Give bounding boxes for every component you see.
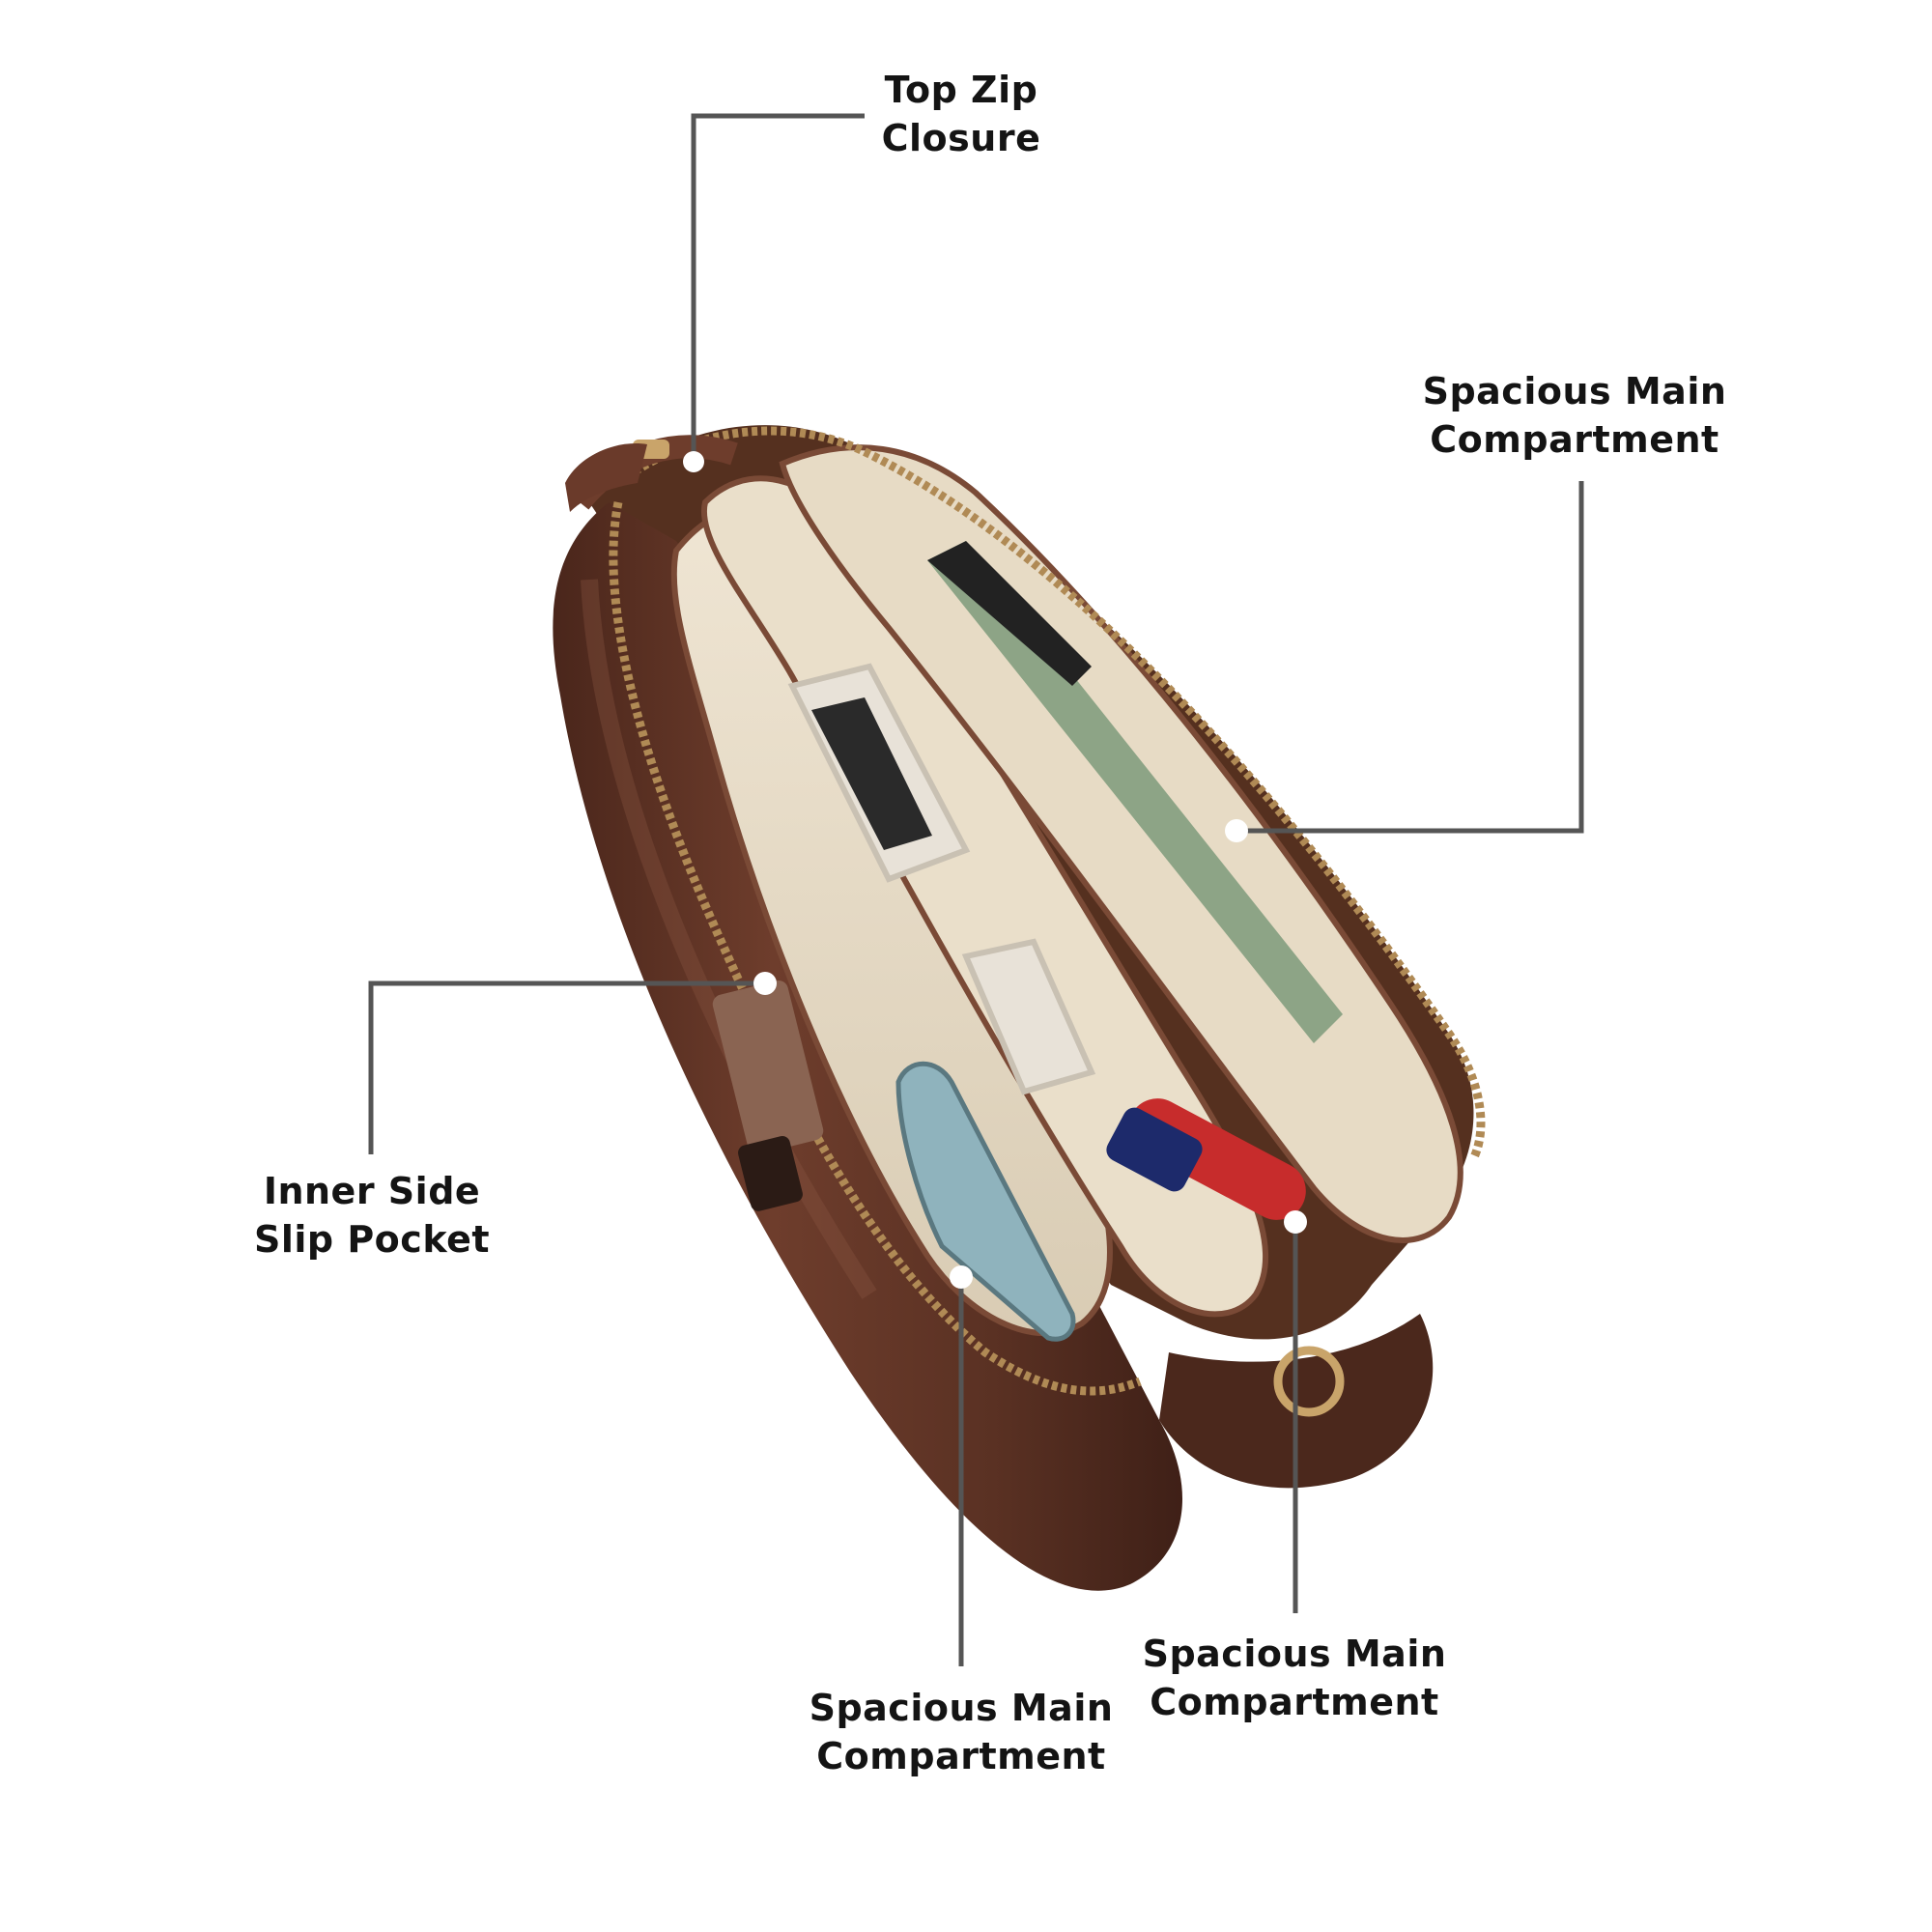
zip-track-front (609, 501, 1142, 1396)
callout-line: Compartment (816, 1735, 1106, 1777)
dot-top-zip (683, 451, 704, 472)
callout-line: Slip Pocket (253, 1218, 491, 1261)
callout-line: Compartment (1430, 418, 1719, 461)
callout-inner-side-slip-pocket: Inner Side Slip Pocket (242, 1167, 502, 1264)
dot-main-right (1225, 819, 1248, 842)
callout-line: Spacious Main (809, 1687, 1114, 1729)
callout-line: Inner Side (263, 1170, 481, 1212)
smartphone (895, 1061, 1076, 1342)
leader-line-top-zip (691, 113, 865, 462)
callout-line: Compartment (1150, 1681, 1439, 1723)
callout-line: Spacious Main (1142, 1633, 1447, 1675)
lipstick-red (1106, 1098, 1306, 1220)
compartment-right (779, 444, 1463, 1243)
green-pen (927, 541, 1343, 1043)
callout-main-compartment-middle: Spacious Main Compartment (1135, 1630, 1454, 1726)
callout-line: Spacious Main (1422, 370, 1727, 412)
dot-main-mid (1284, 1210, 1307, 1234)
callout-line: Top Zip (884, 69, 1038, 111)
zip-track-outer (615, 426, 1486, 1162)
leader-line-main-right (1236, 481, 1584, 834)
callout-dots (683, 451, 1307, 1289)
leader-line-inner-slip (368, 980, 765, 1154)
callout-line: Closure (881, 117, 1041, 159)
d-ring (1273, 1346, 1345, 1417)
sunglasses (787, 663, 1096, 1095)
zip-pull (565, 440, 669, 512)
callout-main-compartment-bottom: Spacious Main Compartment (802, 1684, 1121, 1780)
dot-main-bottom (950, 1265, 973, 1289)
callout-top-zip-closure: Top Zip Closure (850, 66, 1072, 162)
nykaa-lipstick (712, 980, 824, 1211)
leader-lines (368, 113, 1584, 1666)
bag-front-highlight (581, 579, 877, 1299)
callout-main-compartment-right: Spacious Main Compartment (1410, 367, 1739, 464)
dot-inner-slip (753, 972, 777, 995)
leather-pouch (553, 425, 1486, 1591)
